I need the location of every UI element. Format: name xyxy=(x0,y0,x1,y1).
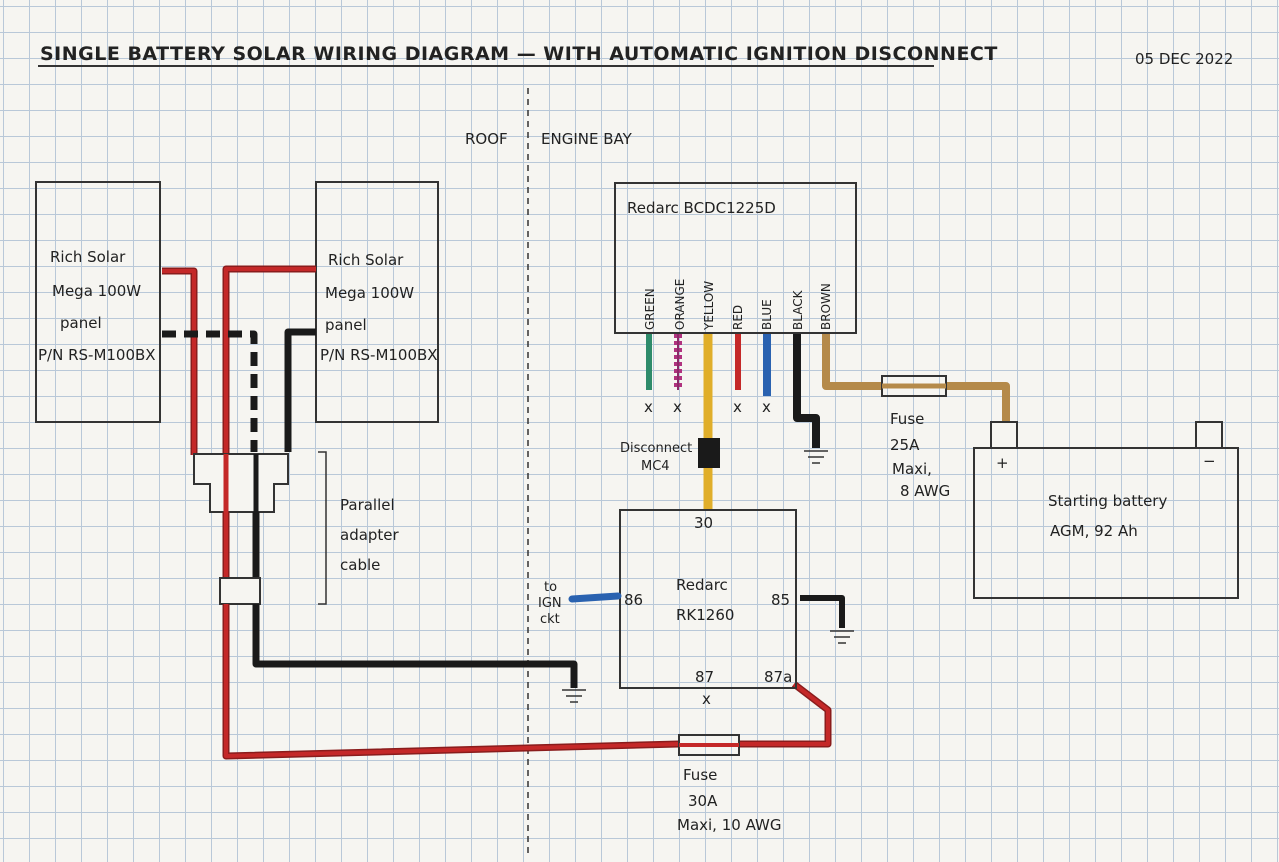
relay-pin-86: 86 xyxy=(624,591,643,609)
battery-negative-terminal xyxy=(1195,421,1223,449)
charger-wires xyxy=(646,334,1010,448)
ground-symbol-relay xyxy=(830,630,854,644)
relay-line-1: Redarc xyxy=(676,576,728,594)
x-mark-orange: x xyxy=(673,398,682,416)
redarc-charger: Redarc BCDC1225D xyxy=(614,182,857,334)
parallel-adapter-cable: Parallel adapter cable xyxy=(193,451,400,605)
zone-roof-label: ROOF xyxy=(465,130,508,148)
fuse-30a-line-2: 30A xyxy=(688,792,718,810)
wire-label-green: GREEN xyxy=(643,288,657,330)
panel-negative-leads xyxy=(162,328,316,452)
adapter-line-3: cable xyxy=(340,556,380,574)
starting-battery: + − Starting battery AGM, 92 Ah xyxy=(973,421,1239,599)
fuse-30a-line-1: Fuse xyxy=(683,766,717,784)
ign-line-1: to xyxy=(544,580,557,595)
wire-brown-to-battery xyxy=(946,382,1010,422)
diagram-date: 05 DEC 2022 xyxy=(1135,50,1233,68)
disconnect-line-1: Disconnect xyxy=(620,441,692,456)
relay-box xyxy=(619,509,797,689)
battery-line-2: AGM, 92 Ah xyxy=(1050,522,1138,540)
fuse-25a-line-1: Fuse xyxy=(890,410,924,428)
fuse-30a: Fuse 30A Maxi, 10 AWG xyxy=(677,734,781,834)
ign-line-2: IGN xyxy=(538,596,562,611)
x-mark-pin-87: x xyxy=(702,690,711,708)
redarc-relay: 30 86 85 87 87a Redarc RK1260 xyxy=(619,509,797,689)
charger-title: Redarc BCDC1225D xyxy=(627,199,776,217)
x-mark-red: x xyxy=(733,398,742,416)
battery-box xyxy=(973,447,1239,599)
solar-negative-run xyxy=(252,604,586,703)
wire-brown xyxy=(822,334,882,390)
wire-black xyxy=(793,334,820,448)
ground-symbol-solar xyxy=(562,689,586,703)
panel-1-line-4: P/N RS-M100BX xyxy=(38,346,156,364)
fuse-25a: Fuse 25A Maxi, 8 AWG xyxy=(881,375,950,500)
relay-ground-run xyxy=(800,595,854,644)
battery-negative-sign: − xyxy=(1203,452,1216,470)
solar-panel-2-box xyxy=(315,181,439,423)
x-mark-blue: x xyxy=(762,398,771,416)
panel-positive-leads xyxy=(162,265,316,455)
solar-panel-1: Rich Solar Mega 100W panel P/N RS-M100BX xyxy=(35,181,161,423)
wire-label-yellow: YELLOW xyxy=(702,281,716,331)
battery-positive-terminal xyxy=(990,421,1018,449)
ignition-wire: to IGN ckt xyxy=(538,580,622,627)
disconnect-line-2: MC4 xyxy=(641,459,670,474)
relay-pin-30: 30 xyxy=(694,514,713,532)
panel-2-line-4: P/N RS-M100BX xyxy=(320,346,438,364)
x-mark-green: x xyxy=(644,398,653,416)
adapter-line-1: Parallel xyxy=(340,496,395,514)
solar-panel-1-box xyxy=(35,181,161,423)
panel-2-line-2: Mega 100W xyxy=(325,284,414,302)
adapter-plug xyxy=(219,577,261,605)
charger-box xyxy=(614,182,857,334)
mc4-connector xyxy=(698,438,720,468)
relay-pin-87a: 87a xyxy=(764,668,792,686)
panel-1-line-2: Mega 100W xyxy=(52,282,141,300)
adapter-line-2: adapter xyxy=(340,526,400,544)
unconnected-marks: x x x x x xyxy=(644,398,771,708)
charger-wire-labels: GREEN ORANGE YELLOW RED BLUE BLACK BROWN xyxy=(643,279,833,331)
fuse-25a-line-4: 8 AWG xyxy=(900,482,950,500)
disconnect-mc4: Disconnect MC4 xyxy=(620,438,720,510)
battery-positive-sign: + xyxy=(996,454,1009,472)
solar-panel-2: Rich Solar Mega 100W panel P/N RS-M100BX xyxy=(315,181,439,423)
relay-pin-85: 85 xyxy=(771,591,790,609)
fuse-30a-line-3: Maxi, 10 AWG xyxy=(677,816,781,834)
fuse-25a-line-2: 25A xyxy=(890,436,920,454)
diagram-title: SINGLE BATTERY SOLAR WIRING DIAGRAM — WI… xyxy=(40,43,998,65)
panel-2-line-1: Rich Solar xyxy=(328,251,404,269)
battery-line-1: Starting battery xyxy=(1048,492,1167,510)
wire-label-black: BLACK xyxy=(791,289,805,330)
solar-positive-run xyxy=(222,604,832,760)
zone-engine-bay-label: ENGINE BAY xyxy=(541,130,633,148)
wire-label-orange: ORANGE xyxy=(673,279,687,330)
wire-label-blue: BLUE xyxy=(760,299,774,330)
ground-symbol-charger xyxy=(804,450,828,464)
adapter-y-connector xyxy=(193,453,289,513)
relay-line-2: RK1260 xyxy=(676,606,734,624)
panel-2-line-3: panel xyxy=(325,316,367,334)
panel-1-line-3: panel xyxy=(60,314,102,332)
fuse-25a-line-3: Maxi, xyxy=(892,460,932,478)
wire-label-red: RED xyxy=(731,305,745,330)
wire-label-brown: BROWN xyxy=(819,283,833,330)
relay-pin-87: 87 xyxy=(695,668,714,686)
ign-line-3: ckt xyxy=(540,612,560,627)
panel-1-line-1: Rich Solar xyxy=(50,248,126,266)
adapter-bracket xyxy=(318,451,327,605)
